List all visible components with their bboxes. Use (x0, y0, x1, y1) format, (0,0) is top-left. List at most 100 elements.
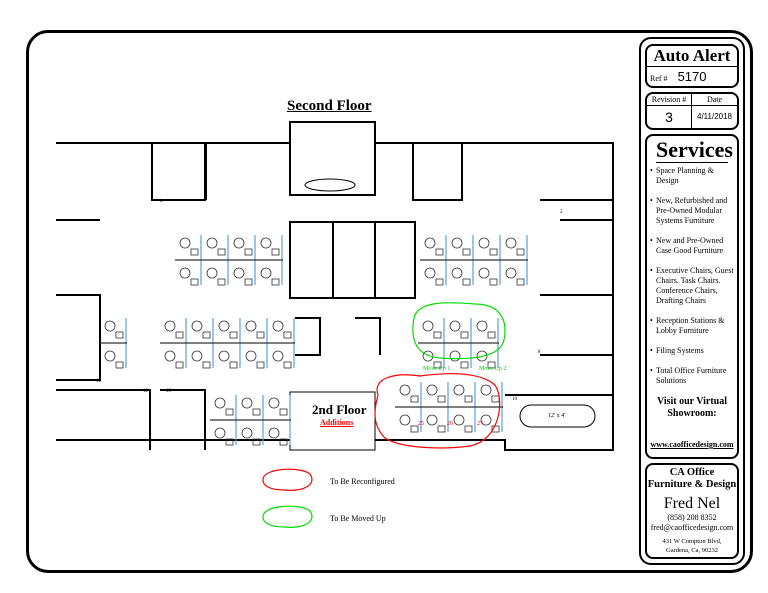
chair (104, 350, 116, 362)
file-cabinet (279, 408, 288, 416)
chair (480, 384, 492, 396)
reconfigure-cloud (374, 373, 501, 449)
service-item: New and Pre-Owned Case Good Furniture (650, 236, 734, 256)
file-cabinet (115, 331, 124, 339)
chair (476, 320, 488, 332)
file-cabinet (225, 408, 234, 416)
chair (179, 237, 191, 249)
chair (241, 397, 253, 409)
file-cabinet (229, 331, 238, 339)
chair (453, 384, 465, 396)
revision-number: 3 (647, 106, 692, 128)
service-item: Reception Stations & Lobby Furniture (650, 316, 734, 336)
auto-alert-title: Auto Alert (647, 46, 737, 67)
file-cabinet (460, 331, 469, 339)
chair (245, 320, 257, 332)
address-line-1: 431 W Compton Blvd, (662, 538, 722, 545)
chair (272, 350, 284, 362)
file-cabinet (190, 248, 199, 256)
chair (164, 350, 176, 362)
file-cabinet (252, 438, 261, 446)
chair (505, 267, 517, 279)
chair (206, 267, 218, 279)
chair (422, 350, 434, 362)
company-box: CA Office Furniture & Design Fred Nel (8… (645, 463, 739, 559)
title-block (639, 37, 745, 565)
file-cabinet (217, 248, 226, 256)
room-number: 8 (538, 350, 541, 355)
website-link[interactable]: www.caofficedesign.com (650, 440, 734, 449)
file-cabinet (244, 248, 253, 256)
chair (241, 427, 253, 439)
chair (191, 350, 203, 362)
legend-reconfigured: To Be Reconfigured (330, 477, 395, 486)
chair (451, 267, 463, 279)
conference-table (519, 404, 596, 428)
file-cabinet (462, 278, 471, 286)
file-cabinet (462, 248, 471, 256)
file-cabinet (283, 331, 292, 339)
file-cabinet (279, 438, 288, 446)
file-cabinet (256, 361, 265, 369)
service-item: New, Refurbished and Pre-Owned Modular S… (650, 196, 734, 226)
date-label: Date (692, 94, 737, 106)
services-box: Services Space Planning & Design New, Re… (645, 134, 739, 459)
file-cabinet (190, 278, 199, 286)
file-cabinet (271, 248, 280, 256)
room-number: 12 (96, 379, 101, 384)
chair (422, 320, 434, 332)
chair (424, 237, 436, 249)
company-name: CA Office Furniture & Design (647, 467, 737, 490)
services-title: Services (656, 137, 733, 163)
plan-title: Second Floor (287, 98, 372, 114)
file-cabinet (489, 248, 498, 256)
file-cabinet (217, 278, 226, 286)
chair (179, 267, 191, 279)
file-cabinet (256, 331, 265, 339)
chair (260, 267, 272, 279)
chair (218, 350, 230, 362)
chair (214, 427, 226, 439)
service-item: Filing Systems (650, 346, 734, 356)
file-cabinet (433, 361, 442, 369)
file-cabinet (202, 331, 211, 339)
file-cabinet (464, 425, 473, 433)
ref-number: 5170 (677, 69, 707, 84)
chair (426, 384, 438, 396)
chair (399, 384, 411, 396)
auto-alert-box: Auto Alert Ref # 5170 (645, 44, 739, 88)
contact-name: Fred Nel (663, 495, 721, 512)
file-cabinet (516, 248, 525, 256)
chair (478, 267, 490, 279)
move-up-cloud (412, 302, 506, 360)
service-item: Space Planning & Design (650, 166, 734, 186)
addition-title: 2nd Floor (312, 402, 367, 417)
desk-number: 26 (447, 421, 453, 427)
addition-subtitle: Additions (320, 418, 354, 427)
service-item: Executive Chairs, Guest Chairs. Task Cha… (650, 266, 734, 306)
room-number: 4 (160, 199, 163, 204)
file-cabinet (283, 361, 292, 369)
chair (505, 237, 517, 249)
ref-label: Ref # (650, 74, 668, 83)
file-cabinet (175, 361, 184, 369)
legend-red-cloud (262, 468, 313, 491)
file-cabinet (252, 408, 261, 416)
sheet-border (26, 30, 753, 573)
chair (426, 414, 438, 426)
room-number: 12 (143, 389, 148, 394)
conference-size: 12' x 4' (548, 413, 566, 419)
file-cabinet (487, 361, 496, 369)
chair (399, 414, 411, 426)
room-number: 13 (166, 389, 171, 394)
chair (245, 350, 257, 362)
chair (164, 320, 176, 332)
file-cabinet (202, 361, 211, 369)
file-cabinet (225, 438, 234, 446)
chair (268, 427, 280, 439)
legend-green-cloud (262, 505, 313, 528)
contact-email[interactable]: fred@caofficedesign.com (650, 523, 734, 532)
file-cabinet (229, 361, 238, 369)
room-number: 2 (560, 210, 563, 215)
chair (233, 267, 245, 279)
